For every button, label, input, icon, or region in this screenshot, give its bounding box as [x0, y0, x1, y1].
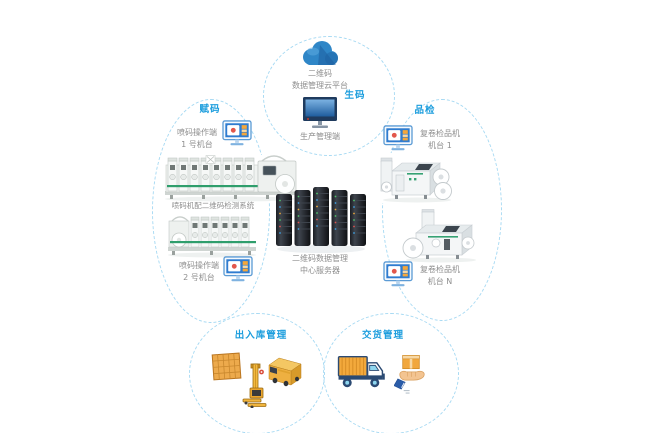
region-label-generation: 生码	[344, 90, 366, 101]
region-label-delivery: 交货管理	[361, 330, 404, 341]
region-label-warehouse: 出入库管理	[234, 330, 288, 341]
cloud-icon	[298, 39, 342, 69]
region-circle-generation	[263, 36, 395, 156]
hand-delivery-icon	[394, 354, 429, 394]
region-label-marking: 赋码	[199, 104, 221, 115]
printing-press-2-image	[166, 213, 258, 258]
server-rack-cluster-icon	[275, 182, 367, 254]
marking-station2-label-line2: 2 号机台	[183, 273, 215, 282]
marking-station1-label-line2: 1 号机台	[181, 140, 213, 149]
qr-terminal-monitor-icon	[223, 256, 253, 284]
qr-terminal-monitor-icon	[383, 261, 413, 289]
inspection-station1-label-line1: 复卷检品机	[420, 129, 460, 138]
marking-station1-label-line1: 喷码操作端	[177, 128, 217, 137]
production-terminal-label: 生产管理端	[300, 132, 340, 141]
marking-machine-caption: 喷码机配二维码检测系统	[171, 201, 255, 210]
qr-terminal-monitor-icon	[222, 120, 252, 148]
qr-terminal-monitor-icon	[383, 125, 413, 153]
delivery-van-icon	[265, 351, 304, 388]
inspection-station1-label-line2: 机台 1	[428, 141, 452, 150]
pallet-icon	[211, 351, 242, 382]
forklift-icon	[242, 363, 269, 408]
cloud-platform-label-line1: 二维码	[308, 69, 332, 78]
inspection-station-n-label-line1: 复卷检品机	[420, 265, 460, 274]
cargo-truck-icon	[337, 353, 386, 391]
inspection-machine-1-image	[379, 153, 455, 203]
desktop-monitor-icon	[302, 96, 338, 130]
cloud-platform-label-line2: 数据管理云平台	[292, 81, 348, 90]
region-circle-delivery	[323, 313, 459, 433]
region-circle-inspection	[382, 99, 502, 321]
region-circle-marking	[152, 99, 270, 323]
printing-press-1-image	[162, 155, 300, 202]
server-caption-line1: 二维码数据管理	[292, 254, 348, 263]
region-label-inspection: 品检	[414, 105, 436, 116]
inspection-station-n-label-line2: 机台 N	[427, 277, 453, 286]
marking-station2-label-line1: 喷码操作端	[179, 261, 219, 270]
inspection-machine-n-image	[402, 209, 480, 263]
server-caption-line2: 中心服务器	[300, 266, 340, 275]
